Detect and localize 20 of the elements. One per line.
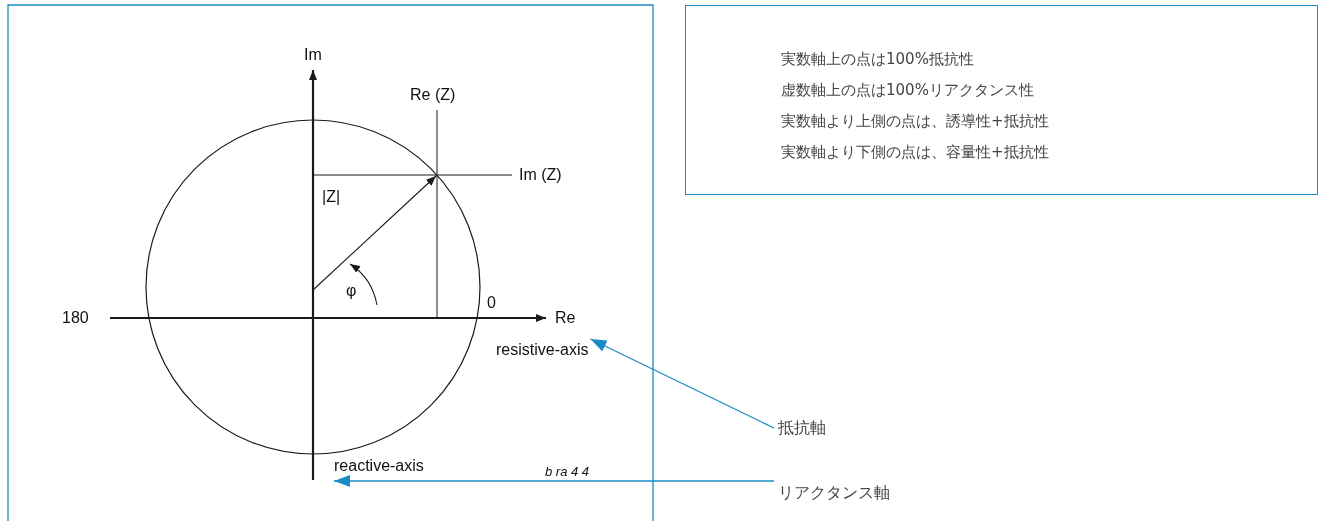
axis-label: Im <box>304 46 322 64</box>
axis-label: resistive-axis <box>496 341 589 359</box>
axis-label: Re (Z) <box>410 86 456 104</box>
figure-code: b ra 4 4 <box>545 463 590 481</box>
axis-label: 180 <box>62 309 89 327</box>
leader-line <box>333 475 775 487</box>
axis-label: |Z| <box>322 188 341 206</box>
note-text: 実数軸より上側の点は、誘導性+抵抗性 <box>781 111 1050 132</box>
axis-label: reactive-axis <box>334 457 424 475</box>
note-text: 実数軸より下側の点は、容量性+抵抗性 <box>781 142 1050 163</box>
note-text: 実数軸上の点は100%抵抗性 <box>781 49 975 70</box>
callout-label: 抵抗軸 <box>778 419 826 437</box>
callout-label: リアクタンス軸 <box>778 484 890 502</box>
axis-label: φ <box>346 282 357 300</box>
leader-line <box>589 338 775 429</box>
note-text: 虚数軸上の点は100%リアクタンス性 <box>781 80 1035 101</box>
note-box <box>685 5 1318 195</box>
axis-label: Im (Z) <box>519 166 562 184</box>
axis-label: 0 <box>487 294 496 312</box>
axis-label: Re <box>555 309 576 327</box>
